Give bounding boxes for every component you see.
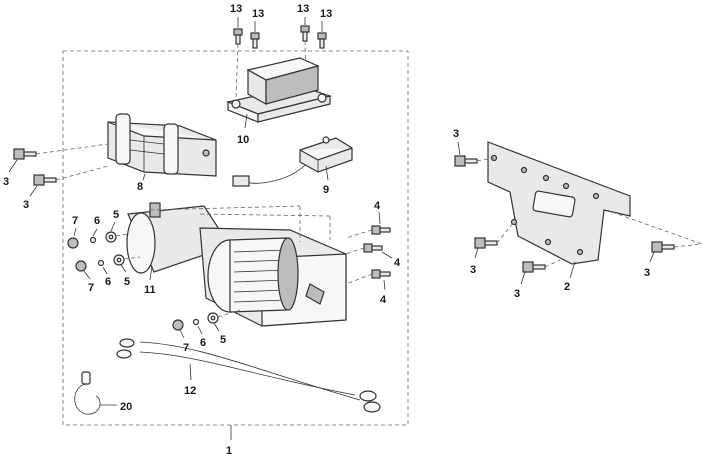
callout-10: 10	[237, 134, 249, 146]
callout-3-plate-bottom: 3	[514, 288, 520, 300]
lock-washer-6-bottom	[192, 318, 200, 326]
screw-13-b	[250, 21, 260, 49]
callout-7-top: 7	[72, 215, 78, 227]
callout-6-bottom: 6	[200, 337, 206, 349]
lock-washer-6-mid	[97, 259, 105, 267]
callout-9: 9	[323, 184, 329, 196]
switch-9	[232, 136, 353, 187]
callout-3-fairlead-top: 3	[3, 176, 9, 188]
callout-12: 12	[184, 385, 196, 397]
fairlead-8	[107, 113, 217, 177]
screw-13-a	[233, 17, 243, 45]
contactor-10	[225, 57, 333, 123]
winch-11	[126, 202, 347, 327]
bolt-3-plate-right	[651, 241, 675, 253]
callout-3-plate-right: 3	[644, 267, 650, 279]
nut-7-bottom	[172, 319, 184, 331]
bolt-4-top	[371, 225, 391, 235]
washer-5-top	[105, 231, 117, 243]
bolt-3-plate-left	[474, 237, 498, 249]
screw-13-c	[300, 17, 310, 42]
washer-5-mid	[113, 254, 125, 266]
callout-6-mid: 6	[105, 276, 111, 288]
callout-3-plate-left: 3	[470, 264, 476, 276]
assembly-boundary	[62, 50, 409, 426]
callout-20: 20	[120, 401, 132, 413]
bolt-4-mid	[363, 243, 383, 253]
callout-5-mid: 5	[124, 276, 130, 288]
screw-13-d	[317, 21, 327, 49]
bolt-4-bottom	[371, 269, 391, 279]
mounting-plate-2	[487, 141, 631, 265]
callout-4-top: 4	[374, 200, 381, 212]
callout-13-d: 13	[320, 8, 332, 20]
callout-4-bottom: 4	[380, 294, 387, 306]
lock-washer-6-top	[89, 236, 97, 244]
bolt-3-plate-top	[454, 155, 478, 167]
nut-7-mid	[75, 260, 87, 272]
callout-7-mid: 7	[88, 282, 94, 294]
callout-5-top: 5	[113, 209, 119, 221]
callout-5-bottom: 5	[220, 334, 226, 346]
callout-13-a: 13	[230, 3, 242, 15]
callout-6-top: 6	[94, 215, 100, 227]
cable-12	[116, 338, 381, 413]
callout-13-c: 13	[297, 3, 309, 15]
callout-13-b: 13	[252, 8, 264, 20]
nut-7-top	[67, 237, 79, 249]
hook-20	[74, 371, 101, 415]
callout-1: 1	[226, 445, 232, 457]
callout-11: 11	[144, 284, 156, 296]
bolt-3-fairlead-top	[13, 148, 37, 160]
washer-5-bottom	[207, 312, 219, 324]
callout-2: 2	[564, 281, 570, 293]
callout-8: 8	[137, 181, 143, 193]
callout-3-plate-top: 3	[453, 128, 459, 140]
bolt-3-plate-bottom	[522, 261, 546, 273]
bolt-3-fairlead-bottom	[33, 174, 57, 186]
callout-4-mid: 4	[394, 257, 401, 269]
callout-3-fairlead-bottom: 3	[23, 199, 29, 211]
